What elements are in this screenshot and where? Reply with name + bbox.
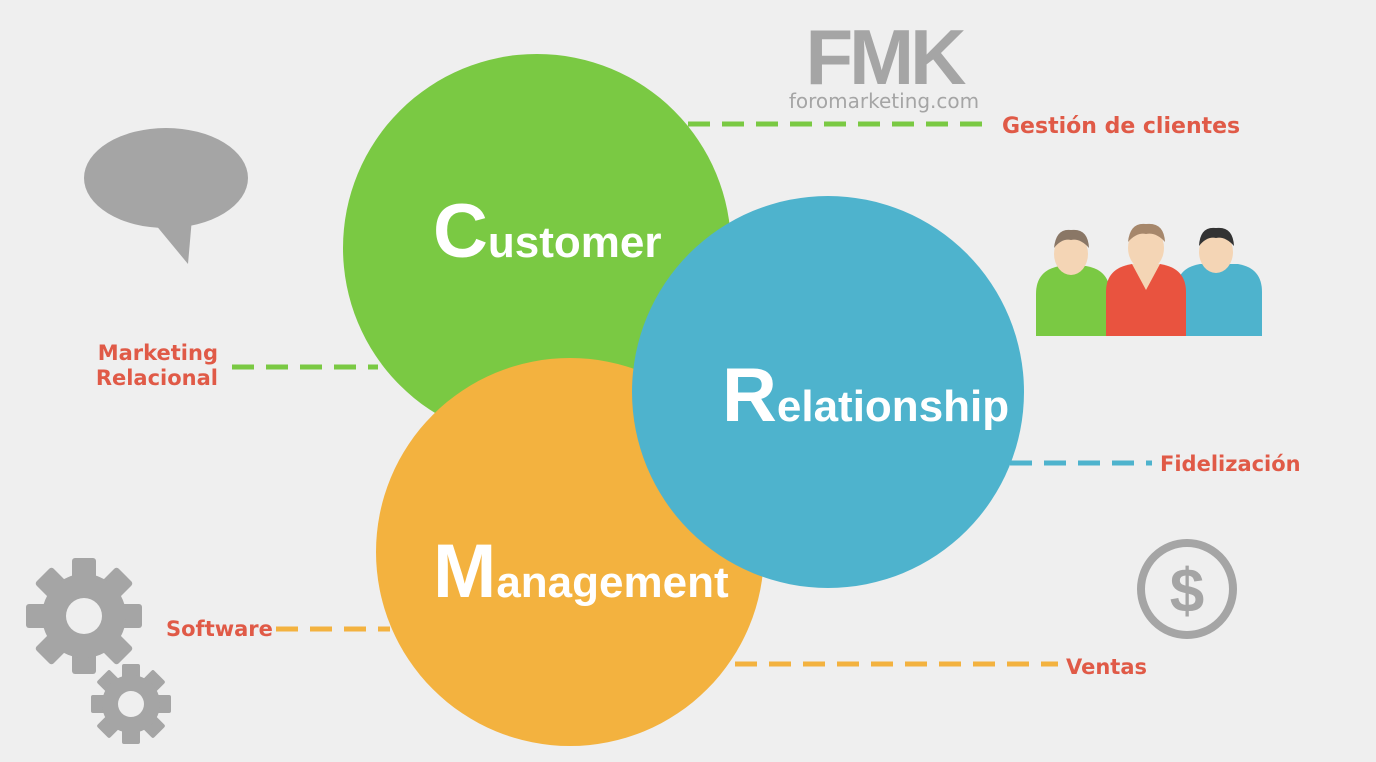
ventas-label: Ventas — [1066, 655, 1147, 679]
relationship-word: Relationship — [722, 353, 1009, 438]
customer-rest: ustomer — [488, 218, 662, 267]
fidelizacion-label: Fidelización — [1160, 452, 1301, 476]
software-label: Software — [166, 617, 273, 641]
person-red-icon — [1106, 223, 1186, 336]
people-group-icon — [1036, 223, 1262, 336]
gestion-label: Gestión de clientes — [1002, 114, 1240, 139]
person-green-icon — [1036, 229, 1110, 336]
customer-initial: C — [433, 189, 488, 274]
management-initial: M — [433, 529, 496, 614]
dollar-glyph: $ — [1170, 557, 1204, 626]
relationship-circle — [632, 196, 1024, 588]
marketing-label-line1: Marketing — [98, 341, 218, 365]
fmk-logo: FMK foromarketing.com — [789, 13, 979, 113]
relationship-rest: elationship — [777, 382, 1009, 431]
gears-icon — [26, 558, 171, 744]
management-word: Management — [433, 529, 729, 614]
customer-circle — [343, 54, 731, 442]
large-gear-icon — [26, 558, 142, 674]
speech-bubble-icon — [84, 128, 248, 264]
customer-word: Customer — [433, 189, 661, 274]
logo-mark: FMK — [806, 13, 967, 101]
relationship-initial: R — [722, 353, 777, 438]
management-rest: anagement — [496, 558, 729, 607]
dollar-coin-icon: $ — [1137, 539, 1237, 639]
person-blue-icon — [1176, 227, 1262, 336]
small-gear-icon — [91, 664, 171, 744]
logo-site: foromarketing.com — [789, 89, 979, 113]
marketing-label-line2: Relacional — [96, 366, 218, 390]
